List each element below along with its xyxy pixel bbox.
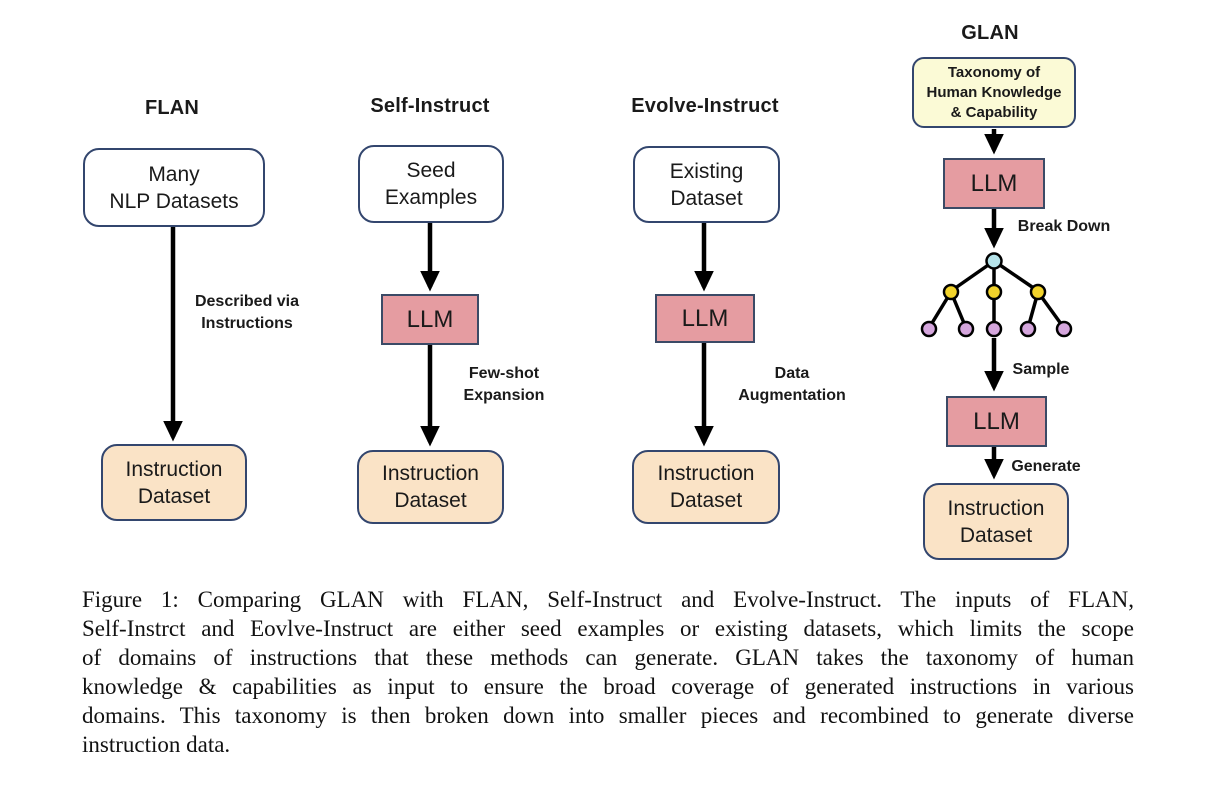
self-instruct-input-line1: Seed	[406, 159, 456, 182]
figure-caption: Figure 1: Comparing GLAN with FLAN, Self…	[82, 585, 1134, 759]
self-instruct-input-box: Seed Examples	[358, 145, 504, 223]
caption-line: Figure 1: Comparing GLAN with FLAN, Self…	[82, 587, 1134, 612]
flan-arrow-label: Described via Instructions	[194, 293, 300, 332]
tree-leaf-node	[957, 320, 975, 338]
evolve-instruct-llm-box: LLM	[655, 294, 755, 343]
glan-taxonomy-box: Taxonomy of Human Knowledge & Capability	[912, 57, 1076, 128]
taxonomy-tree	[920, 252, 1073, 338]
tree-mid-node	[942, 283, 960, 301]
flan-instruction-dataset-box: Instruction Dataset	[101, 444, 247, 521]
glan-break-down-label: Break Down	[1017, 218, 1111, 235]
evolve-instruct-instruction-dataset-box: Instruction Dataset	[632, 450, 780, 524]
self-instruct-input-line2: Examples	[384, 186, 478, 209]
glan-taxonomy-line1: Taxonomy of	[947, 63, 1041, 81]
column-title-self-instruct: Self-Instruct	[370, 95, 490, 117]
column-title-flan: FLAN	[144, 97, 200, 119]
glan-llm-box-1: LLM	[943, 158, 1045, 209]
self-instruct-output-line1: Instruction	[382, 462, 479, 485]
glan-instruction-dataset-box: Instruction Dataset	[923, 483, 1069, 560]
evolve-instruct-input-box: Existing Dataset	[633, 146, 780, 223]
glan-output-line2: Dataset	[959, 523, 1033, 547]
glan-taxonomy-line3: & Capability	[950, 103, 1038, 121]
tree-mid-node	[1029, 283, 1047, 301]
glan-sample-label: Sample	[1012, 361, 1070, 378]
caption-line: knowledge & capabilities as input to ens…	[82, 674, 1134, 699]
column-title-glan: GLAN	[961, 22, 1019, 44]
self-instruct-output-line2: Dataset	[394, 489, 467, 512]
tree-leaf-node	[920, 320, 938, 338]
caption-line: domains. This taxonomy is then broken do…	[82, 703, 1134, 728]
flan-input-line2: NLP Datasets	[109, 189, 239, 213]
glan-llm-box-2: LLM	[946, 396, 1047, 447]
column-title-evolve-instruct: Evolve-Instruct	[631, 95, 779, 117]
flan-input-line1: Many	[148, 162, 200, 186]
evolve-instruct-input-line1: Existing	[669, 159, 744, 183]
tree-leaf-node	[1055, 320, 1073, 338]
evolve-instruct-output-line2: Dataset	[669, 489, 743, 512]
caption-line: instruction data.	[82, 732, 231, 757]
flan-output-line1: Instruction	[125, 457, 223, 481]
evolve-instruct-output-line1: Instruction	[657, 462, 755, 485]
flan-input-box: Many NLP Datasets	[83, 148, 265, 227]
glan-taxonomy-line2: Human Knowledge	[926, 83, 1062, 101]
self-instruct-arrow-label: Few-shot Expansion	[463, 365, 545, 404]
tree-leaf-node	[985, 320, 1003, 338]
caption-line: of domains of instructions that these me…	[82, 645, 1134, 670]
tree-leaf-node	[1019, 320, 1037, 338]
evolve-instruct-input-line2: Dataset	[670, 186, 743, 210]
caption-line: Self-Instrct and Eovlve-Instruct are eit…	[82, 616, 1134, 641]
self-instruct-instruction-dataset-box: Instruction Dataset	[357, 450, 504, 524]
tree-root-node	[985, 252, 1003, 270]
glan-output-line1: Instruction	[947, 496, 1045, 520]
glan-generate-label: Generate	[1011, 458, 1081, 475]
evolve-instruct-arrow-label: Data Augmentation	[738, 365, 846, 404]
flan-output-line2: Dataset	[137, 484, 211, 508]
self-instruct-llm-box: LLM	[381, 294, 479, 345]
tree-mid-node	[985, 283, 1003, 301]
